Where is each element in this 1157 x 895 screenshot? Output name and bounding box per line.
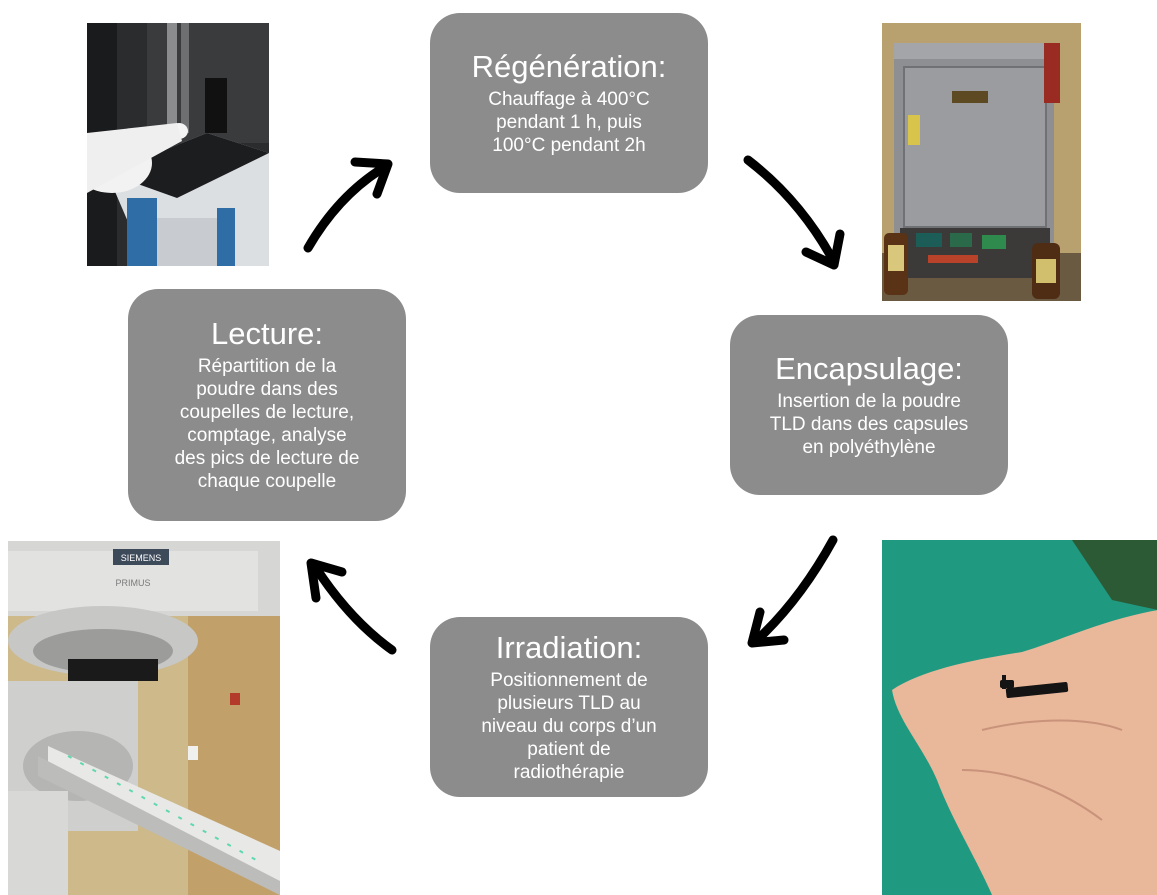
arrow-encapsulage-to-irradiation — [747, 535, 838, 648]
step-regeneration-title: Régénération: — [471, 48, 667, 84]
step-encapsulage-title: Encapsulage: — [775, 350, 963, 386]
linac-model-label: PRIMUS — [115, 578, 150, 588]
tld-capsule-in-hand-photo — [882, 540, 1157, 895]
step-lecture: Lecture: Répartition de la poudre dans d… — [128, 289, 406, 521]
step-irradiation: Irradiation: Positionnement de plusieurs… — [430, 617, 708, 797]
tld-reader-photo — [87, 23, 269, 266]
step-encapsulage: Encapsulage: Insertion de la poudre TLD … — [730, 315, 1008, 495]
annealing-oven-photo — [882, 23, 1081, 301]
step-irradiation-description: Positionnement de plusieurs TLD au nivea… — [481, 669, 657, 783]
step-regeneration-description: Chauffage à 400°C pendant 1 h, puis 100°… — [488, 88, 650, 156]
step-regeneration: Régénération: Chauffage à 400°C pendant … — [430, 13, 708, 193]
linac-brand-label: SIEMENS — [121, 553, 162, 563]
step-lecture-title: Lecture: — [210, 316, 323, 351]
step-encapsulage-description: Insertion de la poudre TLD dans des caps… — [769, 390, 969, 458]
step-irradiation-title: Irradiation: — [495, 629, 643, 665]
step-lecture-description: Répartition de la poudre dans des coupel… — [174, 356, 360, 492]
arrow-regeneration-to-encapsulage — [743, 155, 845, 270]
linear-accelerator-photo: SIEMENS PRIMUS — [8, 541, 280, 895]
arrow-irradiation-to-lecture — [306, 558, 397, 655]
arrow-lecture-to-regeneration — [303, 157, 393, 253]
